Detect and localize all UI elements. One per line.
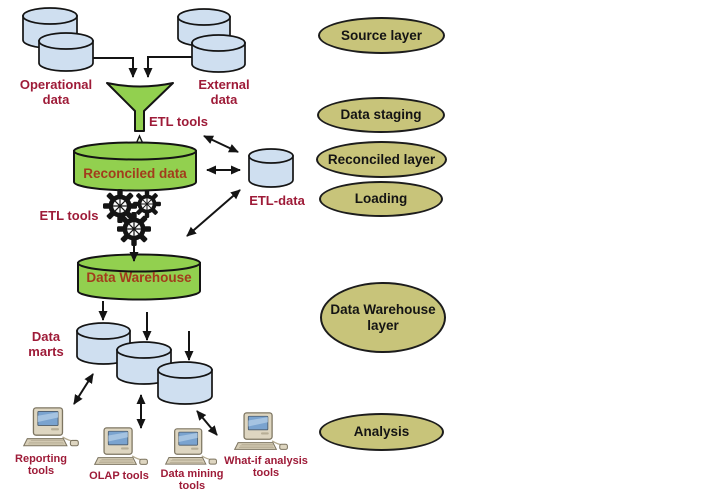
what-if-tools-label: What-if analysis tools bbox=[224, 455, 308, 480]
arrow-mart-reporting bbox=[73, 373, 94, 405]
what-if-computer-icon bbox=[234, 412, 289, 451]
etl-data-label: ETL-data bbox=[249, 193, 305, 208]
operational-db-icon bbox=[22, 7, 94, 72]
arrow-mart-whatif bbox=[196, 410, 218, 436]
external-db-icon bbox=[177, 8, 246, 73]
reconciled-data-label: Reconciled data bbox=[83, 166, 187, 181]
layer-ellipse-warehouse: Data Warehouse layer bbox=[320, 282, 446, 353]
external-data-label: External data bbox=[198, 77, 250, 107]
arrow-external-to-funnel bbox=[143, 56, 192, 78]
arrow-operational-to-funnel bbox=[93, 57, 138, 78]
operational-data-label: Operational data bbox=[19, 77, 93, 107]
etl-db-icon bbox=[248, 148, 294, 188]
olap-computer-icon bbox=[94, 427, 149, 466]
etl-tools-funnel-label: ETL tools bbox=[149, 114, 208, 129]
etl-tools-gears-label: ETL tools bbox=[39, 208, 99, 223]
reporting-tools-label: Reporting tools bbox=[15, 453, 67, 478]
arrow-etldata-warehouse bbox=[186, 189, 241, 237]
warehouse-db-icon bbox=[77, 253, 201, 301]
data-mart-icon bbox=[157, 361, 213, 405]
data-mining-tools-label: Data mining tools bbox=[160, 468, 224, 493]
data-warehouse-label: Data Warehouse bbox=[86, 270, 192, 285]
reporting-computer-icon bbox=[23, 407, 79, 447]
reconciled-db-icon bbox=[73, 141, 197, 192]
data-marts-label: Data marts bbox=[28, 329, 64, 359]
arrow-funnel-etldata bbox=[203, 135, 239, 153]
layer-ellipse-data-staging: Data staging bbox=[317, 97, 445, 133]
layer-ellipse-loading: Loading bbox=[319, 181, 443, 217]
gears-icon bbox=[102, 188, 162, 247]
layer-ellipse-reconciled: Reconciled layer bbox=[316, 141, 447, 178]
data-mining-computer-icon bbox=[165, 428, 218, 465]
olap-tools-label: OLAP tools bbox=[89, 470, 149, 482]
layer-ellipse-source: Source layer bbox=[318, 17, 445, 54]
funnel-icon bbox=[106, 82, 174, 132]
layer-ellipse-analysis: Analysis bbox=[319, 413, 444, 451]
